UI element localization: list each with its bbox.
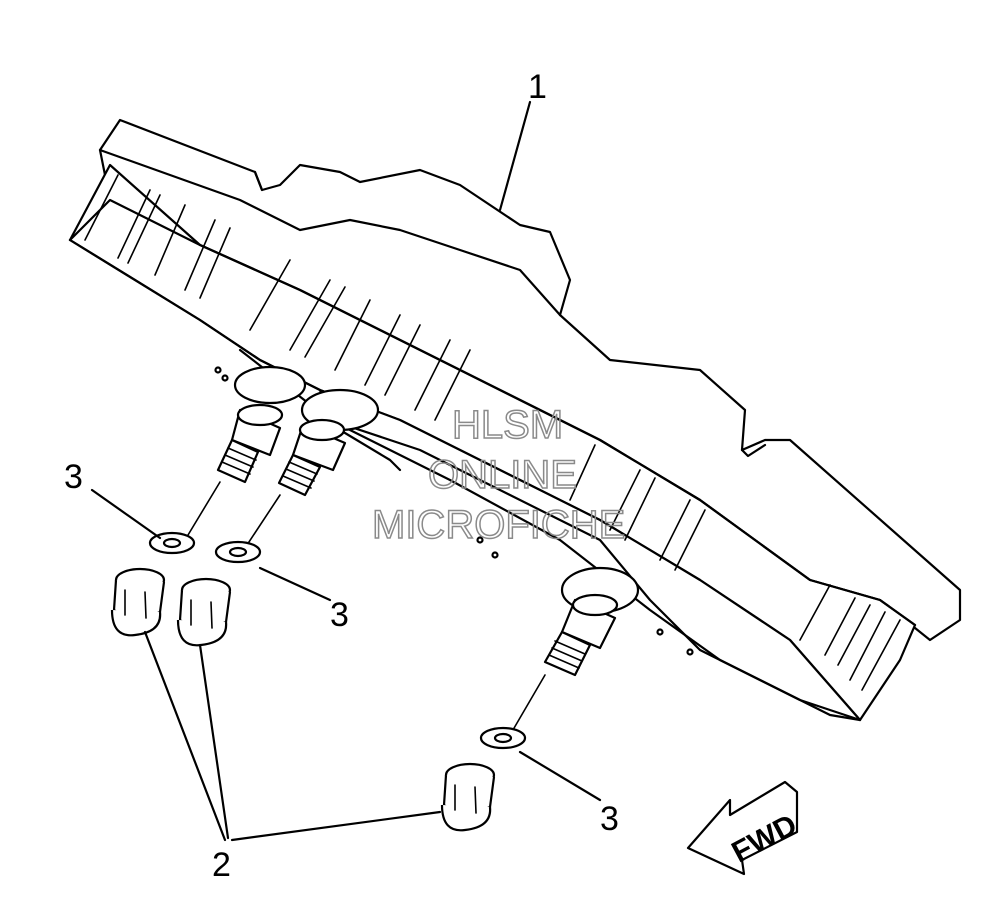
acorn-nut-middle xyxy=(176,577,232,647)
callout-2: 2 xyxy=(212,846,231,884)
acorn-nut-right xyxy=(440,762,496,832)
stud-bolt-right xyxy=(543,593,619,677)
watermark: HLSM ONLINE MICROFICHE xyxy=(371,402,626,548)
watermark-line-1: HLSM xyxy=(452,403,563,447)
stud-bolt-left xyxy=(216,403,284,484)
meter-housing xyxy=(68,118,962,722)
watermark-line-3: MICROFICHE xyxy=(372,503,625,547)
callout-3-right: 3 xyxy=(600,800,619,838)
callout-1: 1 xyxy=(528,68,547,106)
assembly-lines xyxy=(184,481,546,736)
washer-middle xyxy=(214,540,262,564)
leader-lines xyxy=(90,100,602,842)
watermark-line-2: ONLINE xyxy=(428,453,577,497)
washer-right xyxy=(479,726,527,750)
forward-direction-arrow: FWD xyxy=(686,780,802,876)
callout-3-left: 3 xyxy=(64,458,83,496)
stud-bolt-middle xyxy=(277,418,347,497)
acorn-nut-left xyxy=(110,567,166,637)
callout-3-middle: 3 xyxy=(330,596,349,634)
